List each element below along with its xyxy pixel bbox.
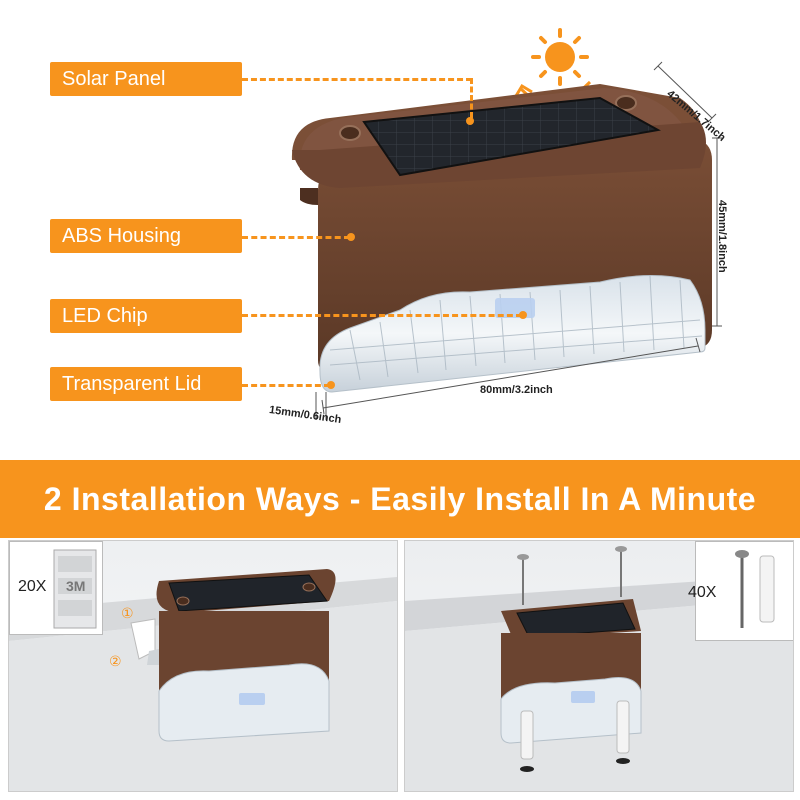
tape-label: 3M — [66, 578, 86, 594]
screw-box: 40X — [688, 541, 793, 641]
dimension-lines — [315, 61, 722, 420]
leader-line — [242, 384, 330, 387]
screw-hole — [615, 95, 637, 111]
adhesive-tape-icon — [53, 549, 97, 629]
screw-quantity: 40X — [688, 584, 717, 601]
label-transparent-lid: Transparent Lid — [50, 367, 242, 401]
label-led-chip: LED Chip — [50, 299, 242, 333]
leader-line — [242, 78, 472, 81]
installation-banner: 2 Installation Ways - Easily Install In … — [0, 460, 800, 538]
screw-anchor-icon — [735, 550, 775, 628]
tape-box: 3M 20X — [9, 541, 103, 635]
dimension-height: 45mm/1.8inch — [716, 200, 728, 273]
step-1-marker: ① — [121, 605, 134, 621]
label-abs-housing: ABS Housing — [50, 219, 242, 253]
screw-icon — [522, 551, 622, 605]
lid-facets — [329, 275, 703, 381]
adhesive-install-panel: 3M 20X ① ② — [8, 540, 398, 792]
housing-back — [300, 188, 318, 205]
screw-hole — [339, 125, 361, 141]
step-2-marker: ② — [109, 653, 122, 669]
leader-dot — [466, 117, 474, 125]
leader-dot — [347, 233, 355, 241]
leader-dot — [519, 311, 527, 319]
dimension-length: 80mm/3.2inch — [480, 384, 553, 396]
label-solar-panel: Solar Panel — [50, 62, 242, 96]
sun-icon — [531, 28, 589, 86]
screw-install-panel: 40X — [404, 540, 794, 792]
leader-line — [242, 236, 350, 239]
tape-quantity: 20X — [18, 578, 47, 595]
leader-line — [470, 78, 473, 118]
leader-line — [242, 314, 522, 317]
solar-panel — [362, 96, 661, 177]
leader-dot — [327, 381, 335, 389]
wall-anchor-icon — [520, 700, 630, 772]
adhesive-scene — [9, 569, 397, 791]
